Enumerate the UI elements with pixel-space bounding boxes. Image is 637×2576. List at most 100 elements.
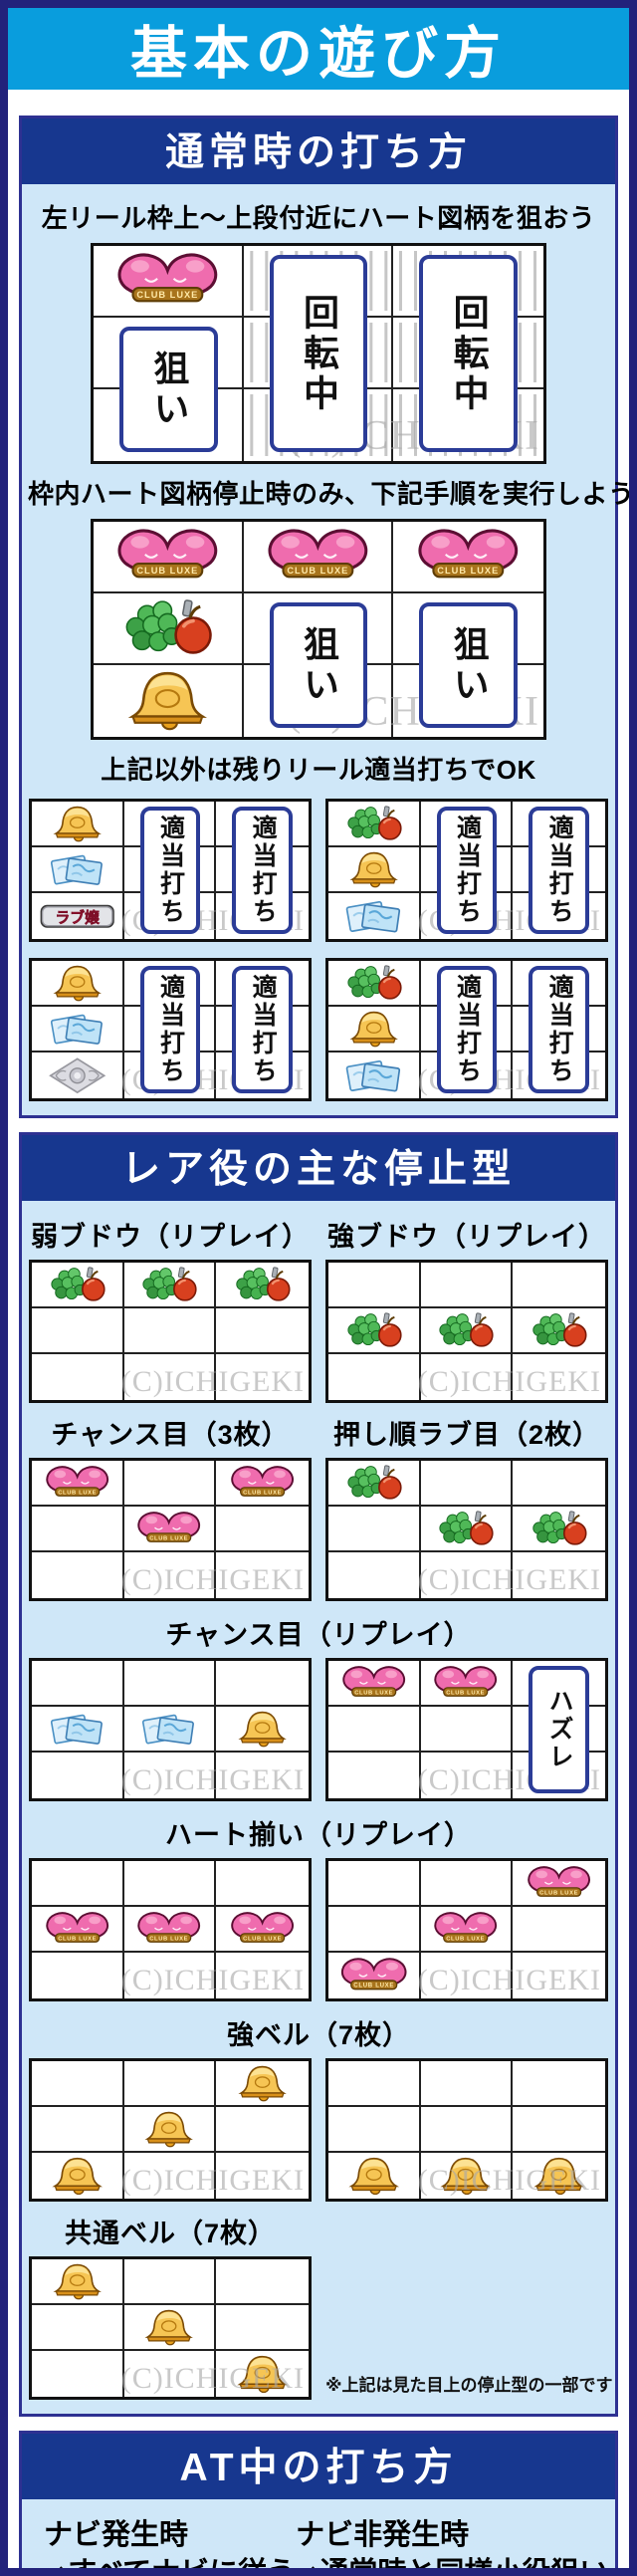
reel-cell <box>216 2259 309 2305</box>
section-normal-play-title: 通常時の打ち方 <box>22 118 615 184</box>
reel-grid-strong-bell-2: (C)ICHIGEKI <box>325 2058 608 2202</box>
reel-cell <box>421 2153 514 2199</box>
reel-cell <box>94 389 244 461</box>
reel-cell <box>328 893 421 939</box>
reel-cell <box>216 1507 309 1552</box>
svg-text:CLUB LUXE: CLUB LUXE <box>438 566 500 576</box>
svg-text:ラブ嬢: ラブ嬢 <box>55 908 100 926</box>
heart-icon: CLUB LUXE <box>220 1464 305 1503</box>
bell-icon <box>36 964 118 1003</box>
reel-cell <box>32 1007 124 1053</box>
reel-cell: CLUB LUXE <box>94 522 244 593</box>
reel-cell <box>32 1661 124 1707</box>
pattern-row-common-bell: 共通ベル（7枚） (C)ICHIGEKI ※上記は見た目上の停止型の一部です <box>28 2202 613 2400</box>
grapes-icon <box>424 1311 507 1350</box>
callout-label: 狙い <box>298 624 339 706</box>
reel-cell <box>216 2107 309 2153</box>
reel-cell <box>420 1507 514 1552</box>
reel-cell <box>216 1263 309 1308</box>
bell-icon <box>424 2156 507 2196</box>
page-inner: 基本の遊び方 通常時の打ち方 左リール枠上〜上段付近にハート図柄を狙おう CLU… <box>8 8 629 2568</box>
reel-cell <box>244 665 394 737</box>
svg-text:CLUB LUXE: CLUB LUXE <box>136 290 198 300</box>
callout-nerai: 狙い <box>419 602 518 728</box>
instruction-random-ok: 上記以外は残りリール適当打ちでOK <box>101 755 536 785</box>
instruction-aim-heart: 左リール枠上〜上段付近にハート図柄を狙おう <box>41 203 596 233</box>
reel-cell <box>513 1263 605 1308</box>
pattern-chance-3: チャンス目（3枚） CLUB LUXE CLUB LUXE CLUB LUXE … <box>29 1403 312 1601</box>
reel-cell <box>216 1753 309 1798</box>
reel-cell <box>420 1461 514 1507</box>
grapes-icon <box>127 1266 210 1304</box>
reel-cell <box>123 1707 217 1753</box>
callout-label: 回転中 <box>298 293 339 414</box>
nav-instructions: ナビ発生時 ⇒すべてナビに従う ナビ非発生時 ⇒通常時と同様小役狙い <box>28 2503 609 2568</box>
reel-cell <box>123 1263 217 1308</box>
heart-icon: CLUB LUXE <box>127 1510 210 1548</box>
heart-icon: CLUB LUXE <box>100 250 236 312</box>
pattern-label-chance-3: チャンス目（3枚） <box>51 1420 290 1450</box>
heart-icon: CLUB LUXE <box>127 1910 210 1949</box>
reel-cell: CLUB LUXE <box>513 1861 605 1907</box>
reel-cell <box>513 1907 605 1953</box>
reel-cell <box>421 1753 514 1798</box>
page-title: 基本の遊び方 <box>130 22 507 86</box>
reel-cell <box>32 2259 124 2305</box>
reel-cell: CLUB LUXE <box>420 1661 514 1707</box>
grapes-icon <box>332 1311 415 1350</box>
reel-cell: ラブ嬢 <box>32 893 124 939</box>
bell-icon <box>517 2156 601 2196</box>
reel-cell <box>328 1461 421 1507</box>
nav-on-title: ナビ発生時 <box>44 2519 189 2551</box>
reel-cell <box>94 665 244 737</box>
reel-cell <box>124 2153 217 2199</box>
reel-cell <box>513 1354 605 1400</box>
reel-grid-love-2: (C)ICHIGEKI <box>325 1458 608 1601</box>
reel-cell <box>124 1354 217 1400</box>
reel-cell <box>513 1461 605 1507</box>
bell-icon <box>127 2308 210 2347</box>
reel-cell <box>328 1907 421 1953</box>
bell-icon <box>332 850 415 889</box>
reel-cell <box>124 1753 217 1798</box>
section-at-play: AT中の打ち方 ナビ発生時 ⇒すべてナビに従う ナビ非発生時 ⇒通常時と同様小役… <box>19 2431 618 2568</box>
reel-cell <box>123 2107 217 2153</box>
section-rare-stops-body: 弱ブドウ（リプレイ） <box>22 1201 615 2414</box>
pattern-row-grapes: 弱ブドウ（リプレイ） <box>28 1205 609 1403</box>
grapes-icon <box>36 1266 118 1304</box>
reel-cell: CLUB LUXE <box>243 522 394 593</box>
svg-text:CLUB LUXE: CLUB LUXE <box>149 1936 188 1942</box>
callout-label: 適当打ち <box>249 974 278 1085</box>
emblem-icon <box>36 1055 118 1095</box>
reel-cell <box>328 961 421 1007</box>
reel-cell <box>328 1507 421 1552</box>
bell-icon <box>100 669 236 732</box>
pattern-label-strong-grapes: 強ブドウ（リプレイ） <box>327 1222 606 1252</box>
reel-cell <box>513 2061 605 2107</box>
heart-icon: CLUB LUXE <box>399 526 537 587</box>
callout-hazure: ハズレ <box>529 1666 589 1793</box>
reel-cell <box>32 2107 124 2153</box>
pattern-group-chance-replay: チャンス目（リプレイ） (C)ICHIGEKI <box>28 1613 609 1801</box>
reel-cell <box>32 1861 124 1907</box>
heart-icon: CLUB LUXE <box>424 1664 507 1703</box>
reel-cell <box>513 1308 605 1354</box>
reel-cell <box>216 2153 309 2199</box>
callout-label: 適当打ち <box>156 815 185 926</box>
reel-grid-weak-grapes: (C)ICHIGEKI <box>29 1260 312 1403</box>
reel-grid-chance-3: CLUB LUXE CLUB LUXE CLUB LUXE (C)ICHIGEK… <box>29 1458 312 1601</box>
reel-cell <box>32 961 124 1007</box>
reel-cell: CLUB LUXE <box>328 1661 421 1707</box>
section-normal-play-body: 左リール枠上〜上段付近にハート図柄を狙おう CLUB LUXE 狙い回転中回転中… <box>22 184 629 1115</box>
reel-cell <box>123 2061 217 2107</box>
reel-cell <box>32 802 124 847</box>
heart-icon: CLUB LUXE <box>424 1910 507 1949</box>
reel-grid-random-4: 適当打ち適当打ち(C)ICHIGEKI <box>325 958 608 1101</box>
bell-icon <box>332 2156 415 2196</box>
reel-cell <box>32 1953 124 1998</box>
reel-cell <box>123 2305 217 2351</box>
callout-nerai: 狙い <box>119 327 218 452</box>
reel-cell <box>420 1707 514 1753</box>
reel-cell <box>32 2351 124 2397</box>
section-rare-stops-title: レア役の主な停止型 <box>22 1135 615 1201</box>
